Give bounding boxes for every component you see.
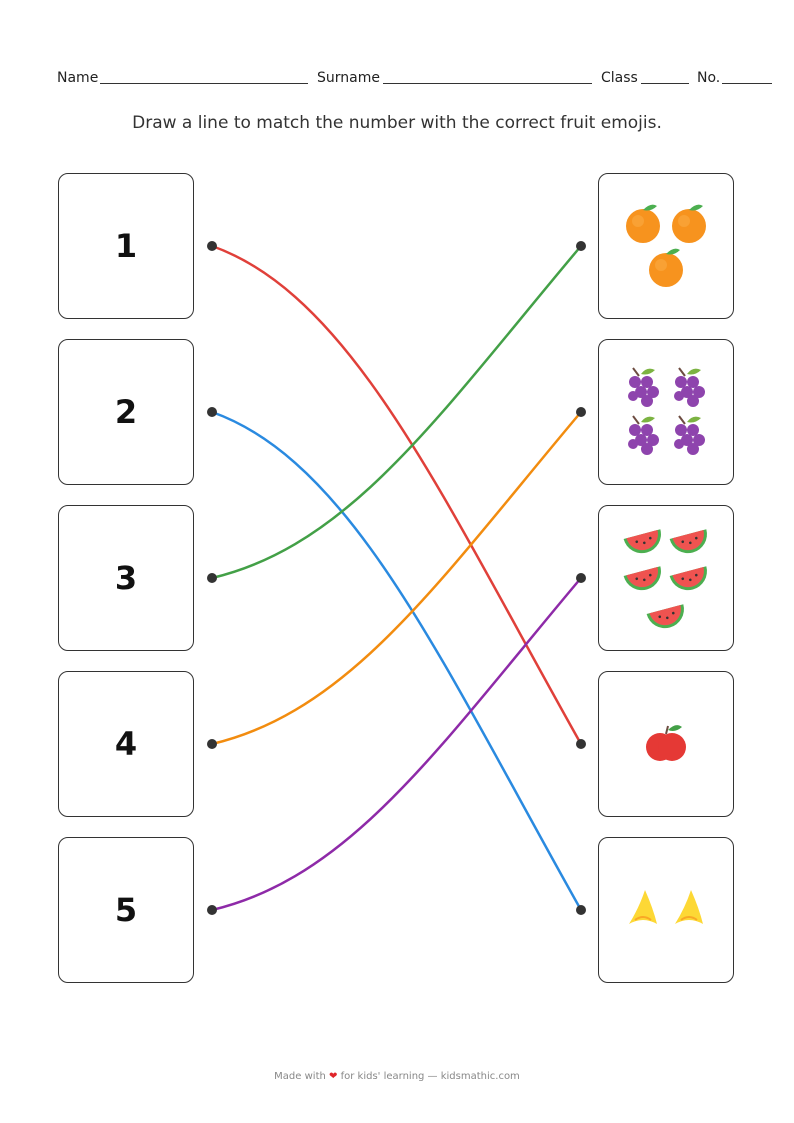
footer-suffix: for kids' learning — kidsmathic.com bbox=[340, 1071, 520, 1082]
match-line-3 bbox=[211, 245, 582, 580]
match-line-2 bbox=[211, 410, 583, 911]
right-dot[interactable] bbox=[576, 739, 586, 749]
match-line-1 bbox=[211, 244, 583, 745]
grapes-icon bbox=[674, 415, 705, 455]
right-dot[interactable] bbox=[576, 407, 586, 417]
match-line-4 bbox=[211, 411, 582, 746]
class-label: Class bbox=[601, 70, 638, 86]
fruit-box-tangerine bbox=[598, 173, 734, 319]
tangerine-icon bbox=[626, 204, 660, 243]
footer: Made with ❤ for kids' learning — kidsmat… bbox=[0, 1071, 794, 1082]
number-label: 4 bbox=[114, 725, 138, 763]
number-box-1: 1 bbox=[58, 173, 194, 319]
left-dot[interactable] bbox=[207, 905, 217, 915]
grapes-icon bbox=[674, 367, 705, 407]
watermelon-icon bbox=[646, 604, 684, 629]
banana-icon bbox=[629, 890, 657, 924]
name-field[interactable] bbox=[100, 83, 308, 84]
fruit-box-watermelon bbox=[598, 505, 734, 651]
no-label: No. bbox=[697, 70, 721, 86]
number-label: 3 bbox=[114, 559, 138, 597]
right-dot[interactable] bbox=[576, 573, 586, 583]
grapes-icon bbox=[628, 367, 659, 407]
number-box-3: 3 bbox=[58, 505, 194, 651]
fruit-box-apple bbox=[598, 671, 734, 817]
fruit-box-banana bbox=[598, 837, 734, 983]
banana-icon bbox=[675, 890, 703, 924]
apple-icon bbox=[646, 725, 686, 761]
number-box-5: 5 bbox=[58, 837, 194, 983]
right-dot[interactable] bbox=[576, 241, 586, 251]
watermelon-icon bbox=[623, 529, 661, 554]
instruction: Draw a line to match the number with the… bbox=[132, 113, 662, 133]
name-label: Name bbox=[57, 70, 99, 86]
left-dot[interactable] bbox=[207, 407, 217, 417]
left-dot[interactable] bbox=[207, 241, 217, 251]
grapes-icon bbox=[628, 415, 659, 455]
tangerine-icon bbox=[649, 248, 683, 287]
heart-icon: ❤ bbox=[329, 1071, 338, 1082]
fruit-box-grapes bbox=[598, 339, 734, 485]
left-dot[interactable] bbox=[207, 573, 217, 583]
tangerine-icon bbox=[672, 204, 706, 243]
match-line-5 bbox=[211, 577, 582, 912]
number-label: 2 bbox=[114, 393, 138, 431]
surname-field[interactable] bbox=[383, 83, 592, 84]
class-field[interactable] bbox=[641, 83, 689, 84]
number-box-2: 2 bbox=[58, 339, 194, 485]
watermelon-icon bbox=[623, 566, 661, 591]
right-dot[interactable] bbox=[576, 905, 586, 915]
number-label: 5 bbox=[114, 891, 138, 929]
number-box-4: 4 bbox=[58, 671, 194, 817]
watermelon-icon bbox=[669, 529, 707, 554]
number-label: 1 bbox=[114, 227, 138, 265]
left-dot[interactable] bbox=[207, 739, 217, 749]
surname-label: Surname bbox=[317, 70, 380, 86]
watermelon-icon bbox=[669, 566, 707, 591]
footer-prefix: Made with bbox=[274, 1071, 326, 1082]
no-field[interactable] bbox=[722, 83, 772, 84]
